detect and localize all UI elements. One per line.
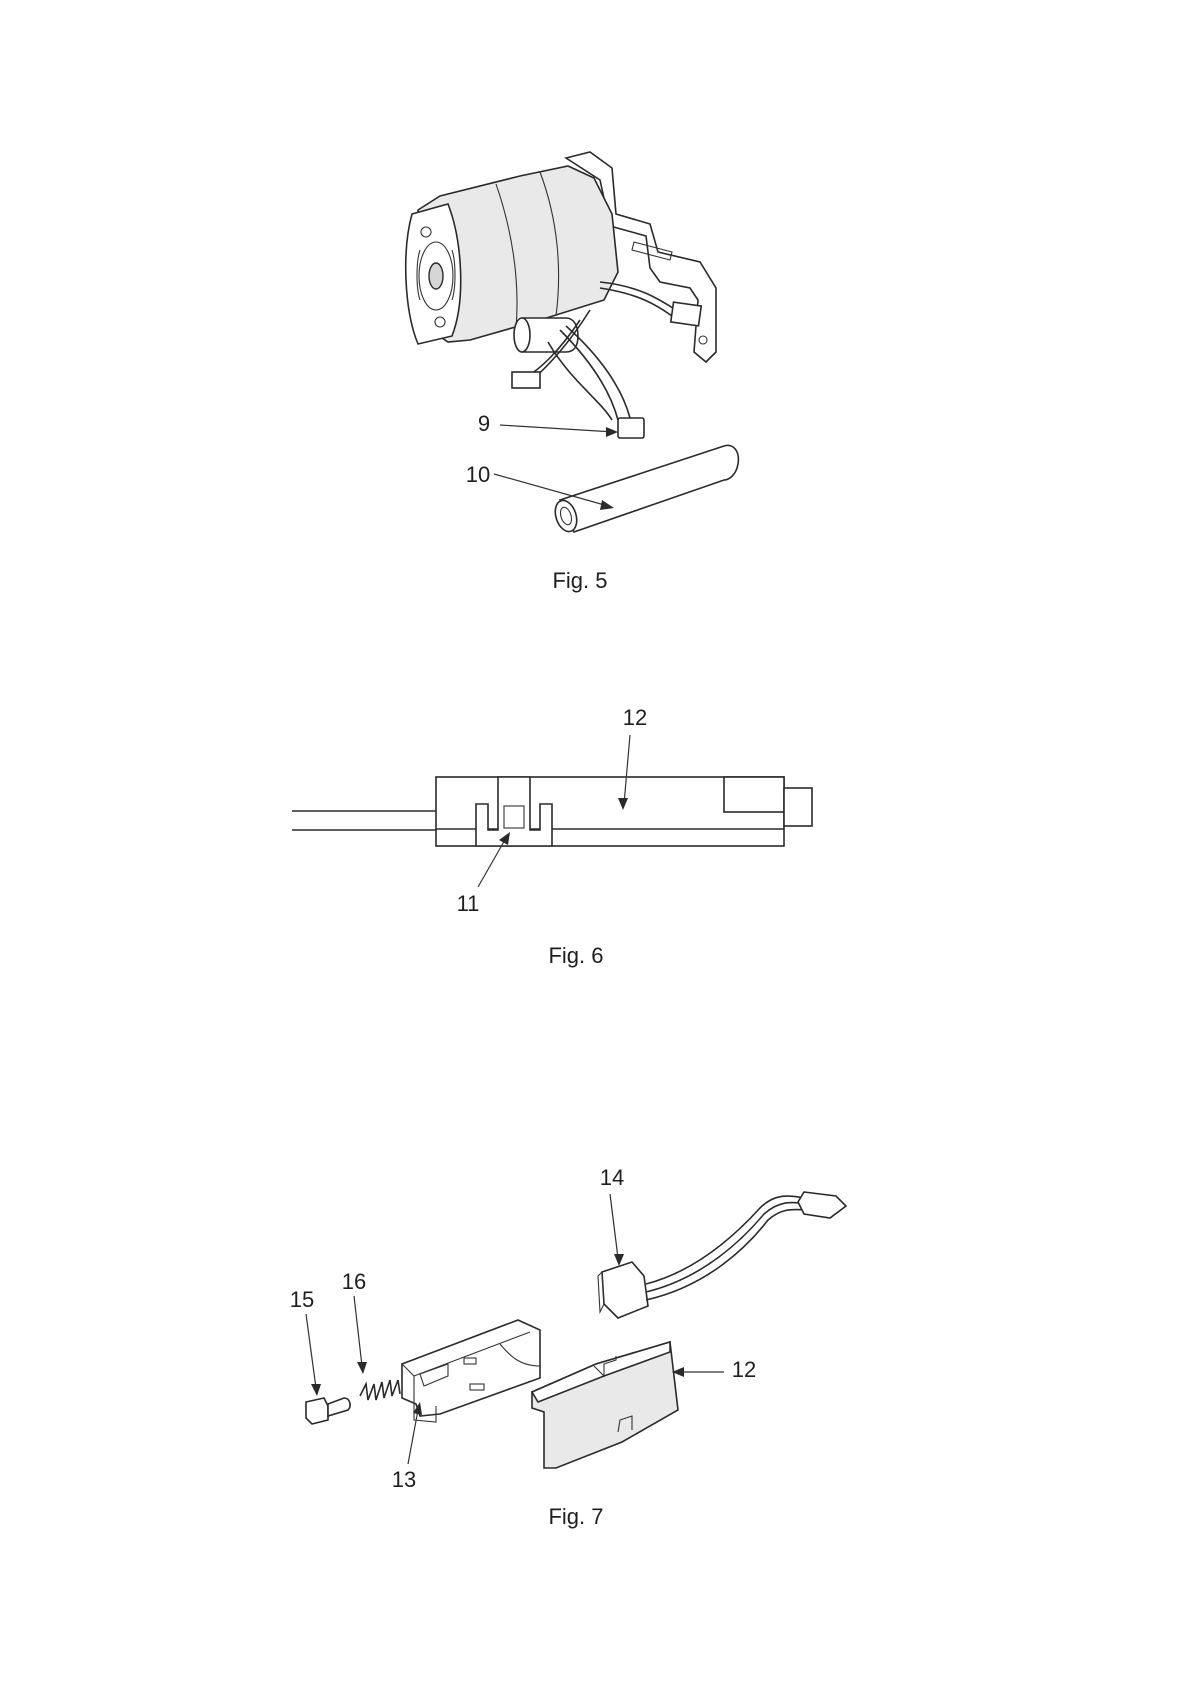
- label-16: 16: [342, 1269, 366, 1295]
- label-12-fig7: 12: [732, 1357, 756, 1383]
- carrier-part-13: [402, 1320, 540, 1416]
- pin-part-15: [306, 1398, 328, 1424]
- leader-16: [354, 1296, 362, 1366]
- leader-14: [610, 1194, 618, 1258]
- leader-13: [408, 1410, 418, 1464]
- spring-part-16: [360, 1380, 400, 1400]
- fig7-exploded-drawing: [0, 0, 1190, 1560]
- micro-switch: [602, 1262, 648, 1318]
- leader-15: [306, 1314, 316, 1388]
- switch-cable-plug: [798, 1192, 846, 1218]
- label-14: 14: [600, 1165, 624, 1191]
- label-13: 13: [392, 1467, 416, 1493]
- fig7-caption: Fig. 7: [548, 1504, 603, 1530]
- label-15: 15: [290, 1287, 314, 1313]
